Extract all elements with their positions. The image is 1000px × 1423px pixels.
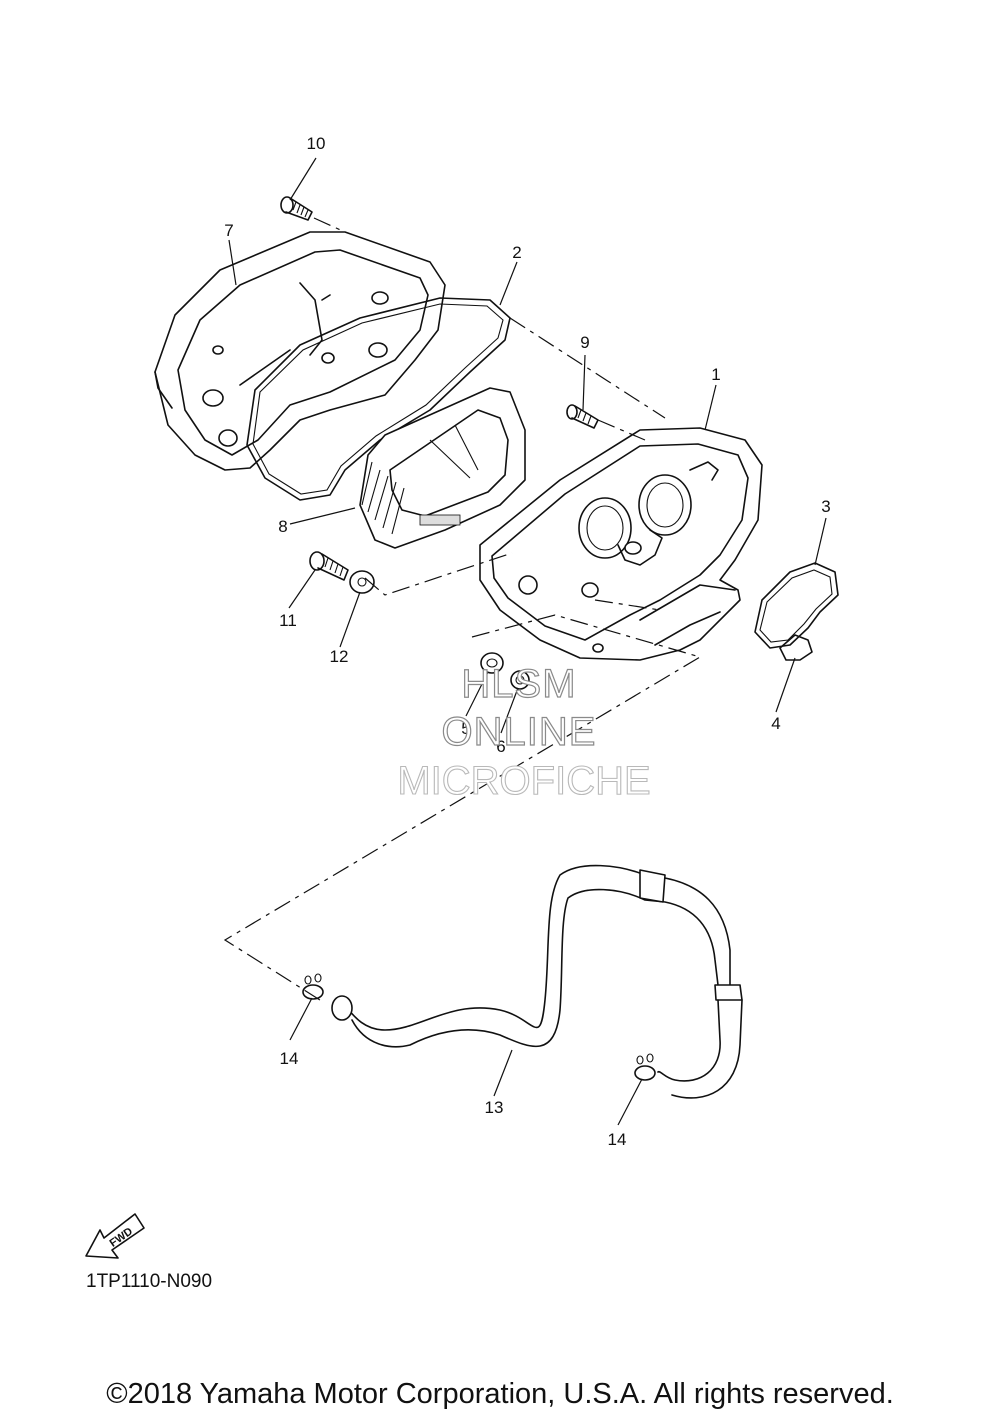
callout-2: 2	[512, 243, 521, 262]
watermark: HLSM ONLINE MICROFICHE	[397, 661, 651, 803]
callout-10: 10	[307, 134, 326, 153]
diagram-code: 1TP1110-N090	[86, 1271, 213, 1292]
callout-5: 5	[461, 719, 470, 738]
callout-1: 1	[711, 365, 720, 384]
callout-4: 4	[771, 714, 780, 733]
callout-8: 8	[278, 517, 287, 536]
callout-9: 9	[580, 333, 589, 352]
part-callouts: 1 2 3 4 5 6 7 8 9 10 11 12 13 14 14	[224, 134, 830, 1149]
watermark-line2: ONLINE	[442, 710, 597, 754]
callout-3: 3	[821, 497, 830, 516]
callout-7: 7	[224, 221, 233, 240]
grommet-5	[480, 652, 504, 674]
air-box-cover	[154, 231, 446, 471]
breather-hose	[331, 864, 743, 1099]
watermark-line3: MICROFICHE	[397, 759, 650, 803]
screw-9	[566, 404, 599, 429]
hose-clip-left	[302, 973, 324, 1000]
bolt-11	[309, 551, 349, 581]
air-box-case	[479, 427, 763, 661]
assembly-lines	[223, 217, 702, 1001]
callout-11: 11	[279, 611, 297, 630]
hose-clip-right	[634, 1053, 656, 1081]
callout-6: 6	[496, 737, 505, 756]
copyright-notice: ©2018 Yamaha Motor Corporation, U.S.A. A…	[106, 1378, 894, 1410]
leader-lines	[228, 157, 827, 1126]
fwd-arrow-icon: FWD	[85, 1213, 145, 1259]
callout-12: 12	[330, 647, 349, 666]
callout-14-right: 14	[608, 1130, 627, 1149]
collar-6	[510, 670, 530, 690]
washer-12	[349, 570, 375, 594]
small-seal	[779, 634, 813, 661]
watermark-line1: HLSM	[461, 662, 576, 706]
screw-10	[280, 196, 313, 221]
callout-13: 13	[485, 1098, 504, 1117]
callout-14-left: 14	[280, 1049, 299, 1068]
gasket-ring	[246, 297, 511, 501]
o-ring-gasket	[754, 562, 839, 649]
air-filter-element	[359, 387, 526, 549]
